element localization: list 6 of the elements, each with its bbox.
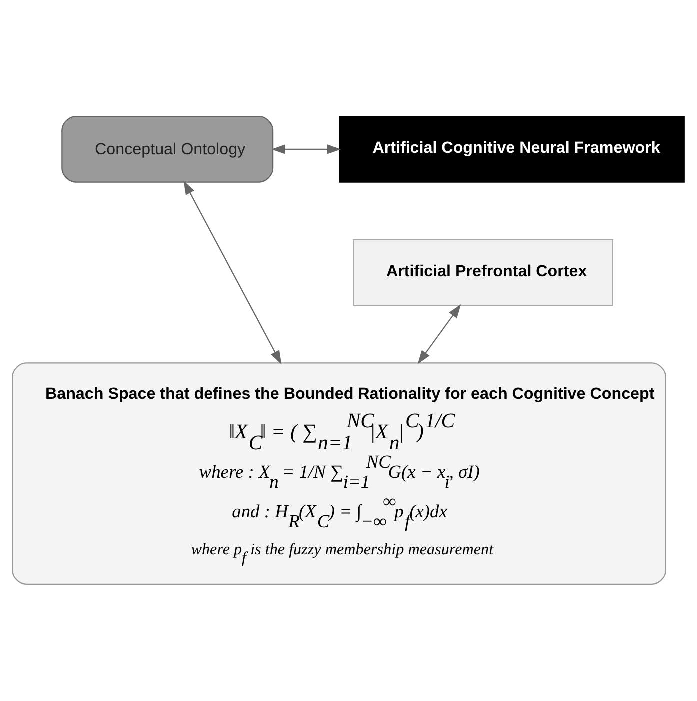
node-box: Artificial Cognitive Neural Framework bbox=[339, 116, 685, 183]
arrow bbox=[418, 304, 462, 364]
arrow bbox=[272, 144, 342, 154]
node-box: Conceptual Ontology bbox=[62, 116, 274, 183]
node-box: Artificial Prefrontal Cortex bbox=[353, 239, 614, 306]
arrow bbox=[184, 180, 282, 365]
